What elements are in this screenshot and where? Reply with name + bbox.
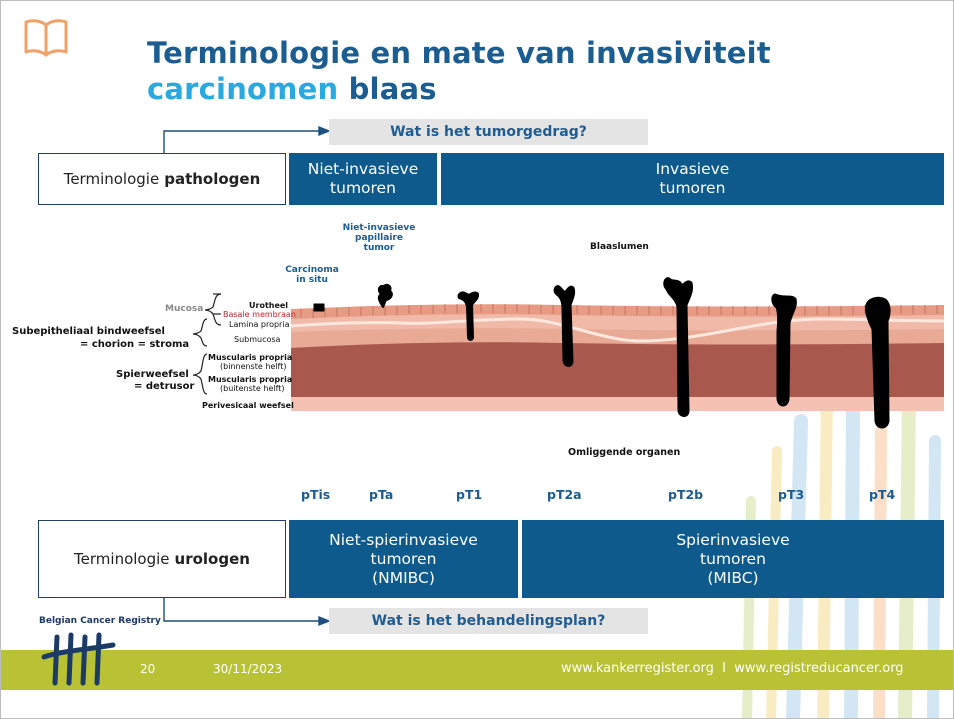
page-title: Terminologie en mate van invasiviteit ca… <box>147 35 771 107</box>
tumor-pta <box>377 283 393 308</box>
label-lumen: Blaaslumen <box>590 242 649 252</box>
tumor-pt4 <box>865 296 891 429</box>
mibc-box: Spierinvasieve tumoren (MIBC) <box>522 520 944 598</box>
label-surrounding-organs: Omliggende organen <box>568 447 681 458</box>
tally-marks-logo <box>41 632 116 686</box>
basement-membrane-line <box>290 317 945 343</box>
urologists-label-prefix: Terminologie <box>74 550 170 568</box>
question-top: Wat is het tumorgedrag? <box>329 119 648 145</box>
stage-ptis: pTis <box>301 487 331 502</box>
open-book-icon <box>24 19 68 57</box>
registry-name: Belgian Cancer Registry <box>39 616 161 626</box>
stage-pt2b: pT2b <box>668 487 704 502</box>
nmibc-box: Niet-spierinvasieve tumoren (NMIBC) <box>289 520 518 598</box>
title-line-2: carcinomen blaas <box>147 71 771 107</box>
footer-websites: www.kankerregister.org I www.registreduc… <box>561 661 904 676</box>
label-muscularis-outer: Muscularis propria <box>208 375 293 384</box>
title-line-1: Terminologie en mate van invasiviteit <box>147 36 771 70</box>
carcinoma-in-situ-mark <box>313 303 325 312</box>
invasive-tumors-box: Invasieve tumoren <box>441 153 944 205</box>
perivesical-layer <box>291 397 944 411</box>
label-urotheel: Urotheel <box>249 301 289 310</box>
label-muscularis-inner: Muscularis propria <box>208 353 293 362</box>
tumor-pt1 <box>457 291 480 341</box>
question-bottom: Wat is het behandelingsplan? <box>329 608 648 634</box>
stage-pt3: pT3 <box>778 487 805 502</box>
label-basale-membraan: Basale membraan <box>223 310 296 319</box>
stage-pt4: pT4 <box>869 487 896 502</box>
label-muscularis-inner-sub: (binnenste helft) <box>220 362 287 371</box>
title-rest: blaas <box>338 72 437 106</box>
stage-pta: pTa <box>369 487 394 502</box>
title-highlight: carcinomen <box>147 72 339 106</box>
label-spierweefsel-1: Spierweefsel <box>116 369 189 380</box>
label-perivesicaal: Perivesicaal weefsel <box>202 401 294 410</box>
label-muscularis-outer-sub: (buitenste helft) <box>220 384 285 393</box>
label-mucosa: Mucosa <box>165 304 204 314</box>
tumor-pt3 <box>771 293 797 407</box>
non-invasive-tumors-box: Niet-invasieve tumoren <box>289 153 437 205</box>
label-non-invasive-papillary: Niet-invasieve papillaire tumor <box>342 223 416 253</box>
page-number: 20 <box>140 662 156 676</box>
label-subepithelial-1: Subepitheliaal bindweefsel <box>12 326 165 337</box>
pathologists-label-bold: pathologen <box>164 170 261 188</box>
stage-pt1: pT1 <box>456 487 483 502</box>
label-submucosa: Submucosa <box>234 335 281 344</box>
footer-date: 30/11/2023 <box>213 662 283 676</box>
label-lamina-propria: Lamina propria <box>229 320 290 329</box>
footer-band: 20 30/11/2023 www.kankerregister.org I w… <box>1 650 953 690</box>
label-carcinoma-in-situ: Carcinoma in situ <box>285 265 339 285</box>
urologists-label-bold: urologen <box>174 550 250 568</box>
label-spierweefsel-2: = detrusor <box>134 381 195 392</box>
label-subepithelial-2: = chorion = stroma <box>80 339 190 350</box>
stage-pt2a: pT2a <box>547 487 582 502</box>
pathologists-label-prefix: Terminologie <box>63 170 160 188</box>
tumor-pt2b <box>663 277 693 417</box>
tumor-pt2a <box>553 285 576 367</box>
muscularis-layer <box>291 341 944 397</box>
